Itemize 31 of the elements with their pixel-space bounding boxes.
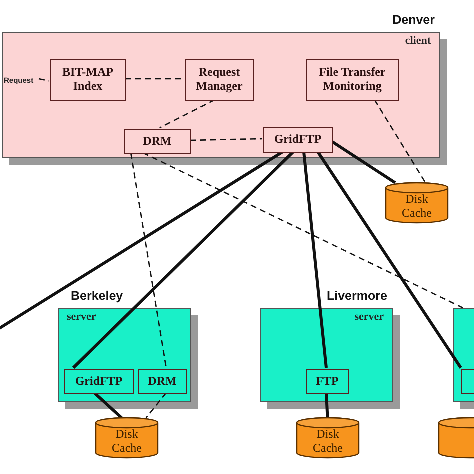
dashed-connector — [125, 78, 184, 80]
disk-cylinder: Disk Cache — [96, 418, 158, 458]
dashed-connector — [160, 99, 216, 129]
dashed-connector — [142, 152, 464, 309]
component-box: GridFTP — [263, 127, 333, 153]
panel-label: client — [405, 35, 431, 47]
connector-line — [302, 152, 328, 368]
connector-line — [331, 140, 396, 184]
site-label: Denver — [392, 13, 435, 27]
component-box: BIT-MAP Index — [50, 59, 126, 101]
component-box: DRM — [138, 369, 187, 394]
dashed-connector — [374, 100, 426, 184]
dashed-connector — [38, 78, 50, 82]
disk-cylinder: Disk Cache — [386, 183, 448, 223]
component-box: File Transfer Monitoring — [306, 59, 399, 101]
component-box: FTP — [306, 369, 349, 394]
site-label: Berkeley — [71, 289, 124, 303]
dashed-connector — [146, 392, 167, 418]
dashed-connector — [130, 152, 168, 368]
panel-label: server — [67, 311, 96, 323]
component-box: Request Manager — [185, 59, 254, 101]
component-box: GridFTP — [64, 369, 134, 394]
dashed-connector — [190, 138, 262, 142]
connector-line — [316, 151, 462, 369]
component-box: DRM — [124, 129, 191, 154]
panel-label: server — [354, 311, 384, 323]
connector-line — [72, 150, 295, 370]
connector-line — [325, 392, 330, 418]
site-label: Livermore — [327, 289, 388, 303]
connector-line — [93, 392, 123, 420]
disk-cylinder: Disk Cache — [297, 418, 359, 458]
